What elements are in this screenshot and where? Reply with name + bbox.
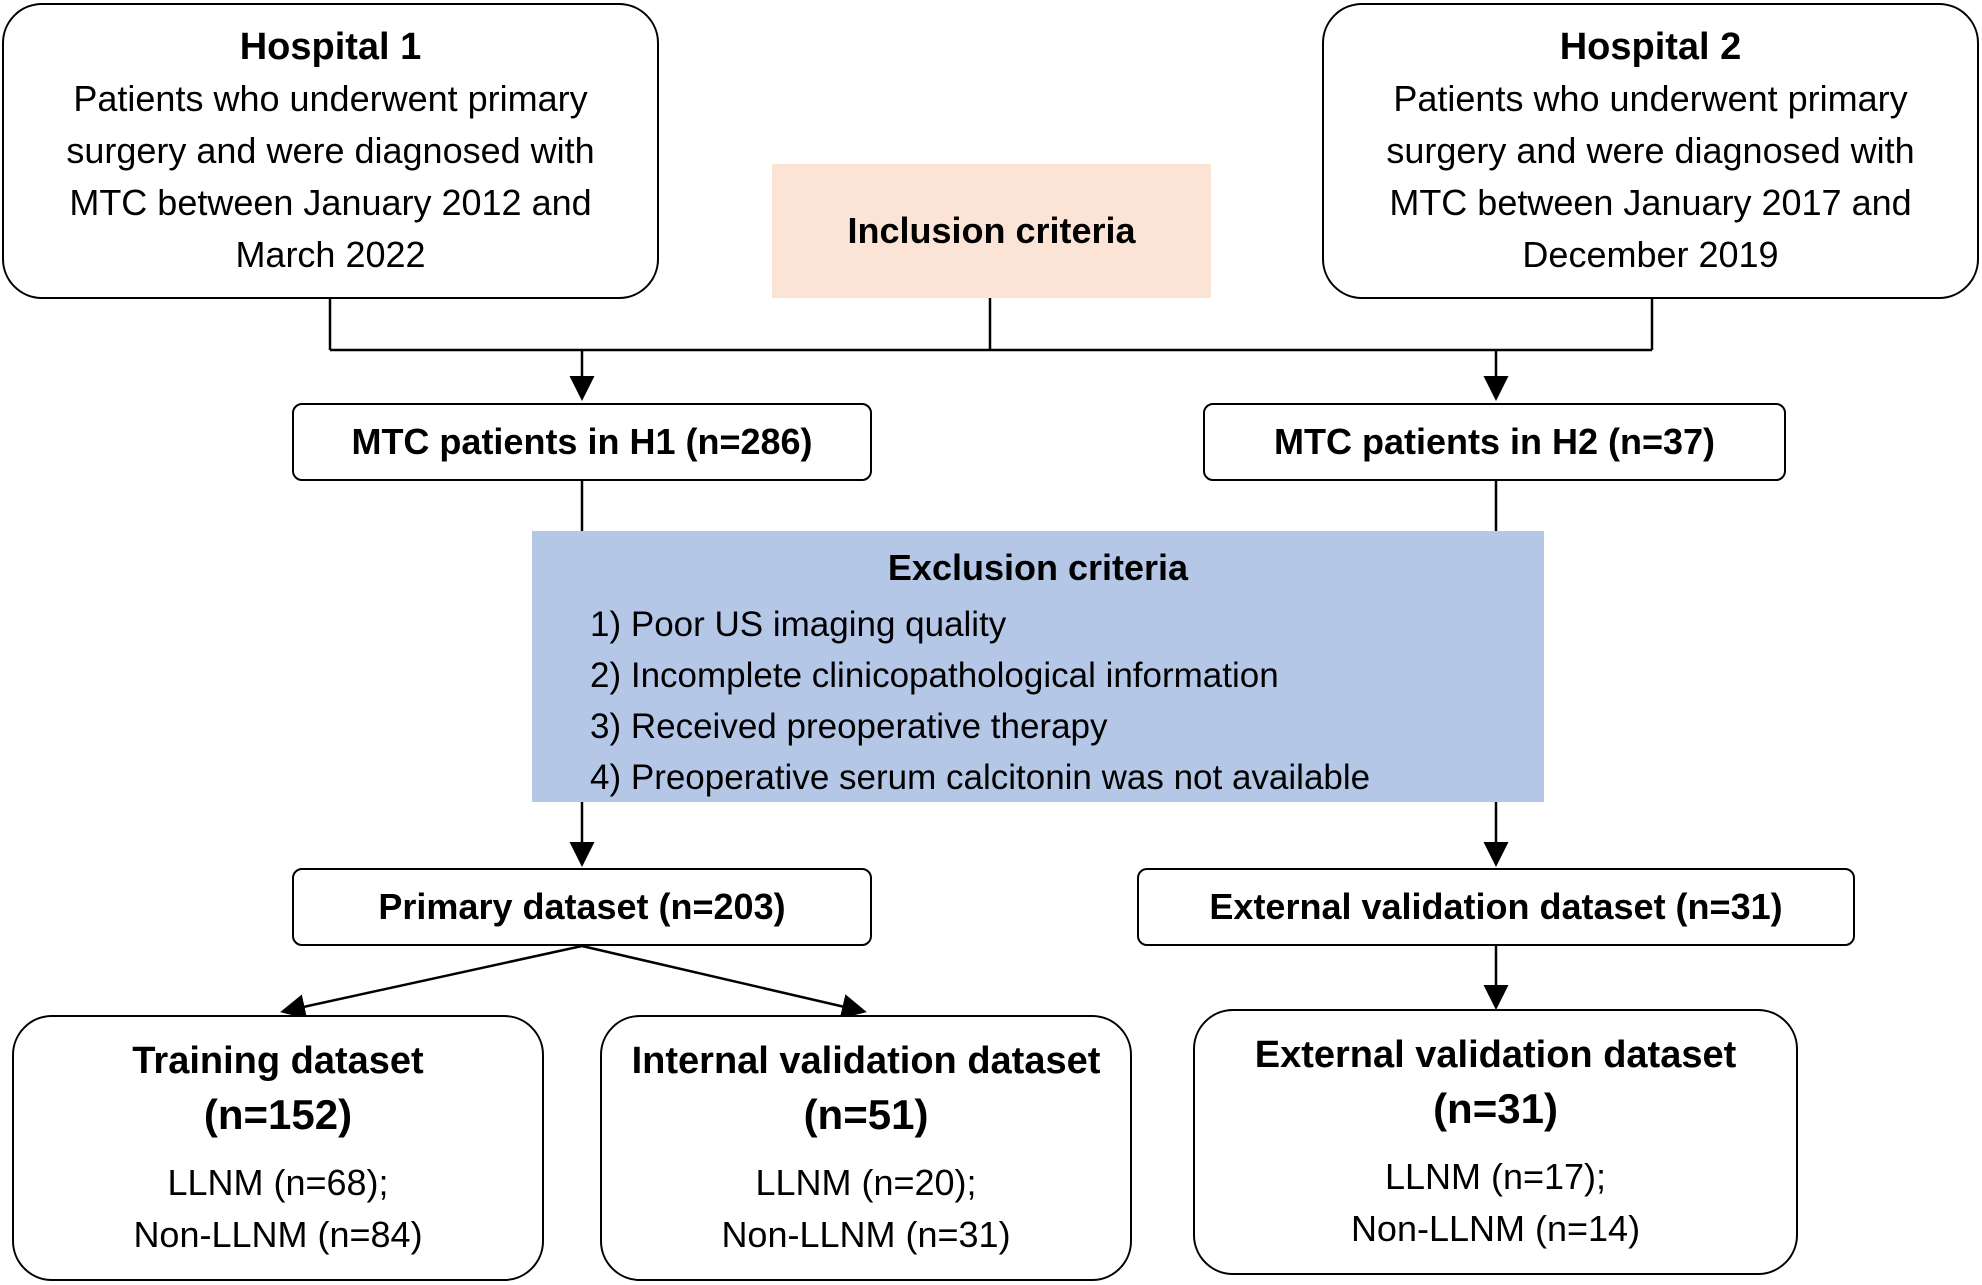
external-non-llnm: Non-LLNM (n=14) xyxy=(1350,1208,1641,1249)
external-validation-n: (n=31) xyxy=(1433,1085,1558,1132)
exclusion-item-3: 3) Received preoperative therapy xyxy=(590,707,1108,746)
training-dataset-title: Training dataset xyxy=(132,1040,424,1082)
exclusion-criteria-list: 1) Poor US imaging quality 2) Incomplete… xyxy=(590,599,1370,803)
external-llnm: LLNM (n=17); xyxy=(1384,1156,1607,1197)
training-dataset-n: (n=152) xyxy=(203,1091,353,1138)
external-validation-mid-box: External validation dataset (n=31) xyxy=(1137,868,1855,946)
arrow-to-internal xyxy=(581,944,867,1019)
training-dataset-box: Training dataset (n=152) LLNM (n=68); No… xyxy=(12,1015,544,1281)
hospital-2-line-2: surgery and were diagnosed with xyxy=(1386,130,1915,171)
exclusion-item-4: 4) Preoperative serum calcitonin was not… xyxy=(590,758,1371,797)
external-validation-title: External validation dataset xyxy=(1254,1034,1737,1076)
hospital-2-line-1: Patients who underwent primary xyxy=(1393,78,1908,119)
training-non-llnm: Non-LLNM (n=84) xyxy=(133,1214,423,1255)
hospital-1-line-1: Patients who underwent primary xyxy=(73,78,588,119)
arrow-to-training xyxy=(280,944,583,1019)
external-validation-mid-label: External validation dataset (n=31) xyxy=(1209,886,1783,927)
external-validation-box: External validation dataset (n=31) LLNM … xyxy=(1193,1009,1798,1275)
hospital-1-box: Hospital 1 Patients who underwent primar… xyxy=(2,3,659,299)
hospital-1-line-2: surgery and were diagnosed with xyxy=(66,130,595,171)
h1-patients-box: MTC patients in H1 (n=286) xyxy=(292,403,872,481)
exclusion-criteria-box: Exclusion criteria 1) Poor US imaging qu… xyxy=(532,531,1544,802)
h1-patients-label: MTC patients in H1 (n=286) xyxy=(351,421,813,462)
internal-validation-title: Internal validation dataset xyxy=(631,1040,1101,1082)
inclusion-criteria-label: Inclusion criteria xyxy=(847,210,1136,251)
h2-patients-box: MTC patients in H2 (n=37) xyxy=(1203,403,1786,481)
exclusion-criteria-title: Exclusion criteria xyxy=(887,547,1189,588)
hospital-1-line-4: March 2022 xyxy=(235,234,426,275)
primary-dataset-box: Primary dataset (n=203) xyxy=(292,868,872,946)
hospital-2-title: Hospital 2 xyxy=(1559,26,1742,68)
hospital-1-title: Hospital 1 xyxy=(239,26,422,68)
hospital-2-line-4: December 2019 xyxy=(1522,234,1779,275)
primary-dataset-label: Primary dataset (n=203) xyxy=(378,886,786,927)
internal-llnm: LLNM (n=20); xyxy=(755,1162,977,1203)
internal-non-llnm: Non-LLNM (n=31) xyxy=(721,1214,1011,1255)
exclusion-item-1: 1) Poor US imaging quality xyxy=(590,605,1007,644)
internal-validation-n: (n=51) xyxy=(803,1091,929,1138)
internal-validation-box: Internal validation dataset (n=51) LLNM … xyxy=(600,1015,1132,1281)
h2-patients-label: MTC patients in H2 (n=37) xyxy=(1273,421,1716,462)
hospital-2-line-3: MTC between January 2017 and xyxy=(1389,182,1912,223)
inclusion-criteria-box: Inclusion criteria xyxy=(772,164,1211,298)
exclusion-item-2: 2) Incomplete clinicopathological inform… xyxy=(590,656,1279,695)
hospital-2-box: Hospital 2 Patients who underwent primar… xyxy=(1322,3,1979,299)
training-llnm: LLNM (n=68); xyxy=(167,1162,389,1203)
hospital-1-line-3: MTC between January 2012 and xyxy=(69,182,592,223)
